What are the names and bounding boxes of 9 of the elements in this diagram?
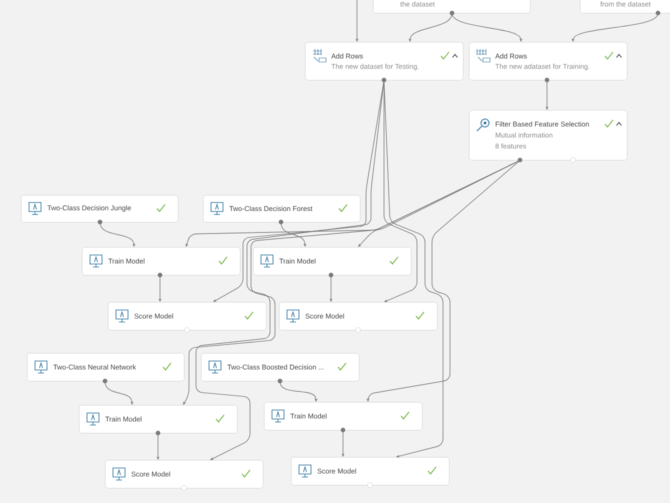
arrow xyxy=(384,80,444,458)
arrow xyxy=(196,80,384,460)
arrow xyxy=(183,160,520,405)
arrow xyxy=(452,13,523,42)
arrow xyxy=(280,381,318,402)
arrow xyxy=(280,222,307,247)
arrow xyxy=(104,381,134,405)
arrow xyxy=(100,222,136,247)
arrow xyxy=(213,80,384,302)
